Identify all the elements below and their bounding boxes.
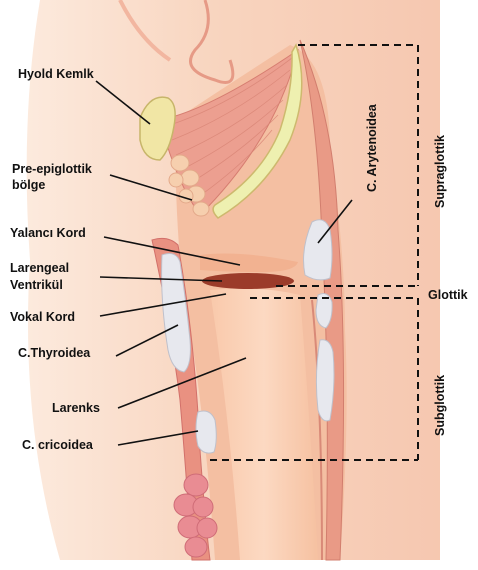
label-glottic: Glottik xyxy=(428,288,468,302)
label-arytenoid: C. Arytenoidea xyxy=(365,103,379,192)
label-hyoid-bone: Hyold Kemlk xyxy=(18,67,94,81)
label-ventricle-2: Ventrikül xyxy=(10,278,63,292)
label-pre-epiglottic-2: bölge xyxy=(12,178,45,192)
label-subglottic: Subglottik xyxy=(433,375,447,436)
label-larynx: Larenks xyxy=(52,401,100,415)
label-vocal-cord: Vokal Kord xyxy=(10,310,75,324)
label-thyroid-cartilage: C.Thyroidea xyxy=(18,346,91,360)
label-cricoid-cartilage: C. cricoidea xyxy=(22,438,94,452)
cricoid-lamina xyxy=(316,340,334,421)
label-false-cord: Yalancı Kord xyxy=(10,226,86,240)
cricoid-cartilage xyxy=(196,411,216,453)
label-ventricle-1: Larengeal xyxy=(10,261,69,275)
label-pre-epiglottic-1: Pre-epiglottik xyxy=(12,162,92,176)
label-supraglottic: Supraglottik xyxy=(433,135,447,208)
